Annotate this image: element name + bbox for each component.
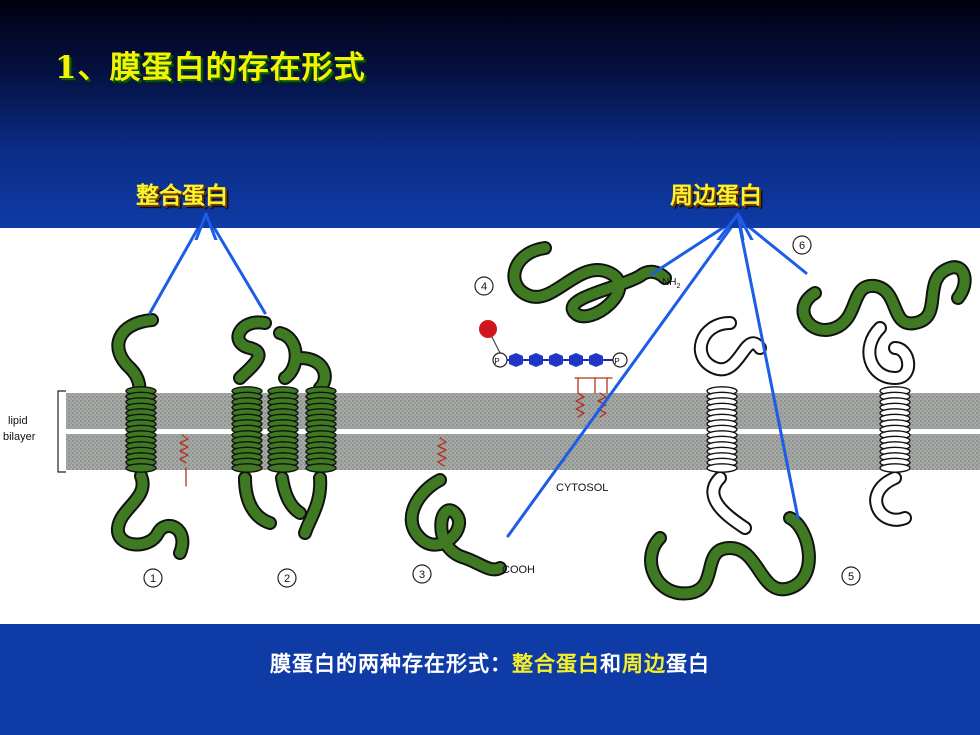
protein-5	[644, 316, 816, 601]
pointer-lines-top	[194, 212, 754, 240]
pointer-peripheral-5	[738, 228, 800, 520]
number-3: 3	[412, 564, 432, 584]
number-2-label: 2	[284, 573, 290, 585]
number-6: 6	[792, 235, 812, 255]
peripheral-protein-label: 周边蛋白	[670, 183, 762, 209]
number-5: 5	[841, 566, 861, 586]
phosphate-label-right: P	[614, 357, 619, 366]
lipid-bilayer	[57, 390, 980, 473]
caption-conjunction: 和	[600, 652, 622, 676]
helix-turn	[879, 463, 911, 473]
membrane-diagram: lipid bilayer COOH CYTOSOL	[3, 228, 980, 601]
protein-6	[796, 260, 972, 527]
cytosol-label: CYTOSOL	[556, 482, 608, 494]
pointer-peripheral-3	[506, 228, 733, 538]
pointer-integral-2	[212, 228, 267, 315]
caption-integral: 整合蛋白	[512, 652, 600, 676]
cooh-label: COOH	[502, 564, 535, 576]
number-6-label: 6	[799, 240, 805, 252]
caption-suffix: 蛋白	[666, 652, 710, 676]
helix-turn	[267, 463, 299, 473]
helix-turn	[125, 463, 157, 473]
lipid-label-line1: lipid	[8, 415, 28, 427]
pointer-integral-1	[148, 228, 200, 315]
number-2: 2	[277, 568, 297, 588]
pointer-peripheral-6	[747, 228, 808, 275]
slide-title: 1、膜蛋白的存在形式	[55, 50, 366, 86]
nh2-label: NH2	[662, 277, 680, 290]
phosphate-label-left: P	[494, 357, 499, 366]
number-3-label: 3	[419, 569, 425, 581]
number-1-label: 1	[150, 573, 156, 585]
protein-4	[479, 241, 672, 418]
lipid-label-line2: bilayer	[3, 431, 36, 443]
number-4-label: 4	[481, 281, 487, 293]
figure-caption: 膜蛋白的两种存在形式：整合蛋白和周边蛋白	[0, 648, 980, 678]
helix-turn	[231, 463, 263, 473]
integral-protein-label: 整合蛋白	[136, 183, 228, 209]
helix-turn	[706, 463, 738, 473]
helix-turn	[305, 463, 337, 473]
number-1: 1	[143, 568, 163, 588]
caption-peripheral: 周边	[622, 652, 666, 676]
protein-2	[231, 315, 332, 540]
helix-coils	[125, 386, 911, 473]
number-4: 4	[474, 276, 494, 296]
membrane-protein-figure: lipid bilayer COOH CYTOSOL	[0, 228, 980, 624]
protein-3	[404, 437, 507, 577]
pointer-lines	[148, 228, 808, 538]
number-5-label: 5	[848, 571, 854, 583]
caption-prefix: 膜蛋白的两种存在形式：	[270, 652, 512, 676]
pointer-peripheral-4	[650, 228, 726, 276]
